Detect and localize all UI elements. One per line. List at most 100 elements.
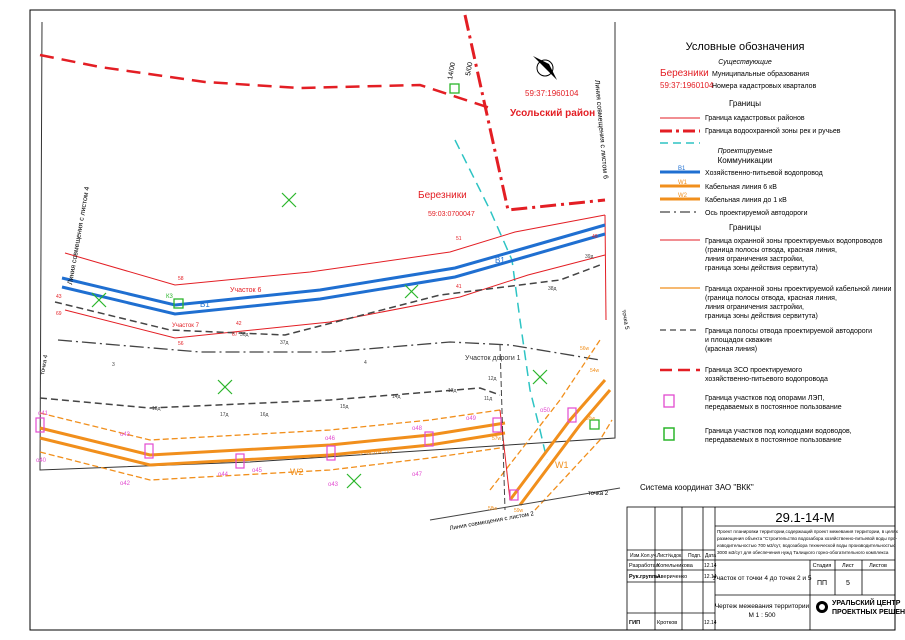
svg-text:40: 40 [592,234,598,240]
sheets-head: Листов [869,563,887,569]
svg-text:41: 41 [456,284,462,290]
svg-text:линия ограничения застройки,: линия ограничения застройки, [705,303,804,311]
k3-label: К3 [166,294,173,300]
svg-text:Граница ЗСО проектируемого: Граница ЗСО проектируемого [705,367,802,374]
zso-boundary [39,53,491,110]
legend-road-zone: Граница полосы отвода проектируемой авто… [705,327,872,353]
district-label: Усольский район [510,108,595,119]
svg-text:55w: 55w [586,416,596,422]
legend-borders-head: Границы [729,99,761,108]
road-allotment-lower [39,387,501,409]
svg-text:(красная линия): (красная линия) [705,346,757,353]
km-left: 14/00 [447,62,457,81]
red-vertical [499,409,511,501]
cable-zone-upper [39,409,501,441]
svg-text:о43: о43 [328,482,339,488]
project-description: Проект планировки территории,содержащий … [717,528,899,555]
org-name-1: УРАЛЬСКИЙ ЦЕНТР [832,598,901,607]
legend-muni-desc: Муниципальные образования [712,70,809,78]
svg-text:(граница полосы отвода, красна: (граница полосы отвода, красная линия, [705,295,837,302]
svg-text:Рук.группы: Рук.группы [629,574,660,580]
svg-text:(граница полосы отвода, красна: (граница полосы отвода, красная линия, [705,247,837,254]
svg-text:12.14: 12.14 [704,574,717,580]
coord-system: Система координат ЗАО "ВКК" [640,483,754,492]
doc-code: 29.1-14-М [775,510,834,525]
legend-title: Условные обозначения [686,41,805,53]
legend-cad-districts: Граница кадастровых районов [705,114,805,122]
svg-text:3000 м3/сут для обеспечения ну: 3000 м3/сут для обеспечения нужд Талицко… [717,550,889,555]
cable-w1-zone-a [489,339,601,491]
svg-text:граница зоны действия сервитут: граница зоны действия сервитута) [705,264,818,272]
signature-rows: Разработал Копельникова 12.14 Рук.группы… [629,563,717,626]
svg-text:18д: 18д [152,406,161,412]
water-protection-zone [454,139,548,461]
legend-designed: Проектируемые [718,148,773,155]
cable-w2-b [39,431,506,467]
svg-text:о49: о49 [466,416,477,422]
crossing-line [429,487,621,521]
w1-label: W1 [555,460,569,470]
svg-text:4: 4 [364,360,367,366]
svg-text:56w: 56w [580,346,590,352]
svg-text:о41: о41 [38,411,49,417]
svg-text:Кол.уч.: Кол.уч. [641,553,657,559]
well-plot [173,298,184,309]
legend-muni-name: Березники [660,68,709,79]
svg-text:ГИП: ГИП [629,620,640,626]
svg-text:37д: 37д [280,340,289,346]
sheet-head: Лист [842,563,854,569]
road-allotment-upper [54,264,601,336]
legend-comms-head: Коммуникации [718,156,773,165]
road-axis [57,339,601,361]
svg-text:Граница охранной зоны проектир: Граница охранной зоны проектируемых водо… [705,237,883,245]
org-name-2: ПРОЕКТНЫХ РЕШЕНИЙ [832,607,905,616]
svg-text:Изм.: Изм. [630,553,641,559]
svg-text:54w: 54w [590,368,600,374]
legend-borders2-head: Границы [729,223,761,232]
pipe-zone-end [604,214,607,321]
north-arrow-icon [533,56,557,80]
svg-text:12.14: 12.14 [704,620,717,626]
svg-text:Авериченко: Авериченко [657,574,687,580]
svg-text:о42: о42 [120,481,131,487]
title-block-grid [626,506,896,631]
svg-text:11д: 11д [484,396,492,402]
svg-text:12д: 12д [488,376,497,382]
legend-zso: Граница ЗСО проектируемого хозяйственно-… [705,367,828,383]
svg-text:о50: о50 [540,408,551,414]
stage-head: Стадия [813,563,832,569]
svg-text:о43: о43 [120,432,131,438]
svg-text:о47: о47 [412,472,423,478]
pole-plots [35,407,577,501]
uchastok7w-label: Участок 7W [360,449,393,457]
svg-text:14д: 14д [392,394,401,400]
svg-text:Граница полосы отвода проектир: Граница полосы отвода проектируемой авто… [705,327,872,335]
svg-text:о40: о40 [36,458,47,464]
svg-text:51: 51 [456,236,462,242]
svg-text:Подп.: Подп. [688,553,701,559]
svg-text:39д: 39д [585,254,594,260]
svg-text:17д: 17д [220,412,229,418]
svg-text:№док.: №док. [668,553,683,559]
svg-text:размещения объекта "Строительс: размещения объекта "Строительство водоза… [717,535,898,541]
legend-b1-code: В1 [678,166,686,172]
svg-text:43: 43 [56,294,62,300]
point4: точка 4 [40,354,50,375]
legend-b1-desc: Хозяйственно-питьевой водопровод [705,169,823,177]
svg-text:16д: 16д [260,412,269,418]
legend-w1-desc: Кабельная линия 6 кВ [705,183,777,191]
sheet-title: Участок от точки 4 до точек 2 и 5 [713,575,812,582]
legend-existing: Существующие [718,59,772,66]
org-logo-icon [816,601,828,613]
legend-w1-code: W1 [678,180,688,186]
svg-text:58w: 58w [488,506,498,512]
line-right: Линия совмещения с листом 6 [593,80,609,180]
svg-text:67: 67 [232,332,238,338]
svg-text:о46: о46 [325,436,336,442]
cable-zone-lower [39,447,501,481]
water-pipe-b1-a [61,223,606,307]
km-right: 5/00 [465,62,474,77]
svg-text:Копельникова: Копельникова [657,563,694,569]
